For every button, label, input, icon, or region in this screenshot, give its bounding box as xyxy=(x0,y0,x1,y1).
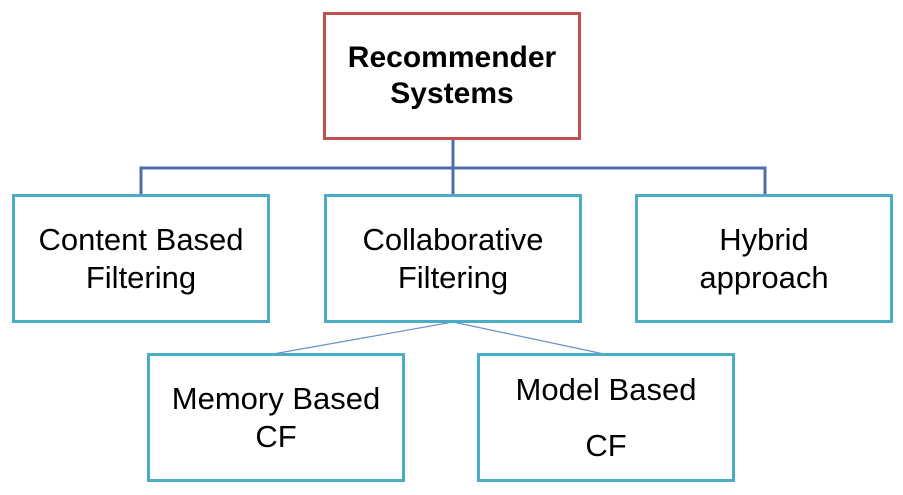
node-label-line2: Systems xyxy=(390,77,514,110)
node-label-line1: Content Based xyxy=(38,222,244,258)
node-label-line2: CF xyxy=(585,427,627,463)
node-recommender-systems: Recommender Systems xyxy=(323,12,581,140)
node-label-line1: Collaborative xyxy=(362,222,544,258)
node-label-line1: Memory Based xyxy=(171,381,381,417)
connector-to-memory-based xyxy=(272,321,454,355)
node-label-line1: Model Based xyxy=(515,372,697,408)
connector-to-model-based xyxy=(452,321,605,355)
node-label-line2: CF xyxy=(255,418,297,454)
node-memory-based-cf: Memory Based CF xyxy=(147,353,405,482)
node-label-line2: Filtering xyxy=(85,259,197,295)
node-collaborative-filtering: Collaborative Filtering xyxy=(324,194,582,323)
node-label-line2: approach xyxy=(699,259,829,295)
node-label-line1: Hybrid xyxy=(719,222,809,258)
node-model-based-cf: Model Based CF xyxy=(477,353,735,482)
node-label-line1: Recommender xyxy=(347,41,557,74)
node-label-line2: Filtering xyxy=(397,259,509,295)
node-content-based-filtering: Content Based Filtering xyxy=(12,194,270,323)
node-hybrid-approach: Hybrid approach xyxy=(635,194,893,323)
